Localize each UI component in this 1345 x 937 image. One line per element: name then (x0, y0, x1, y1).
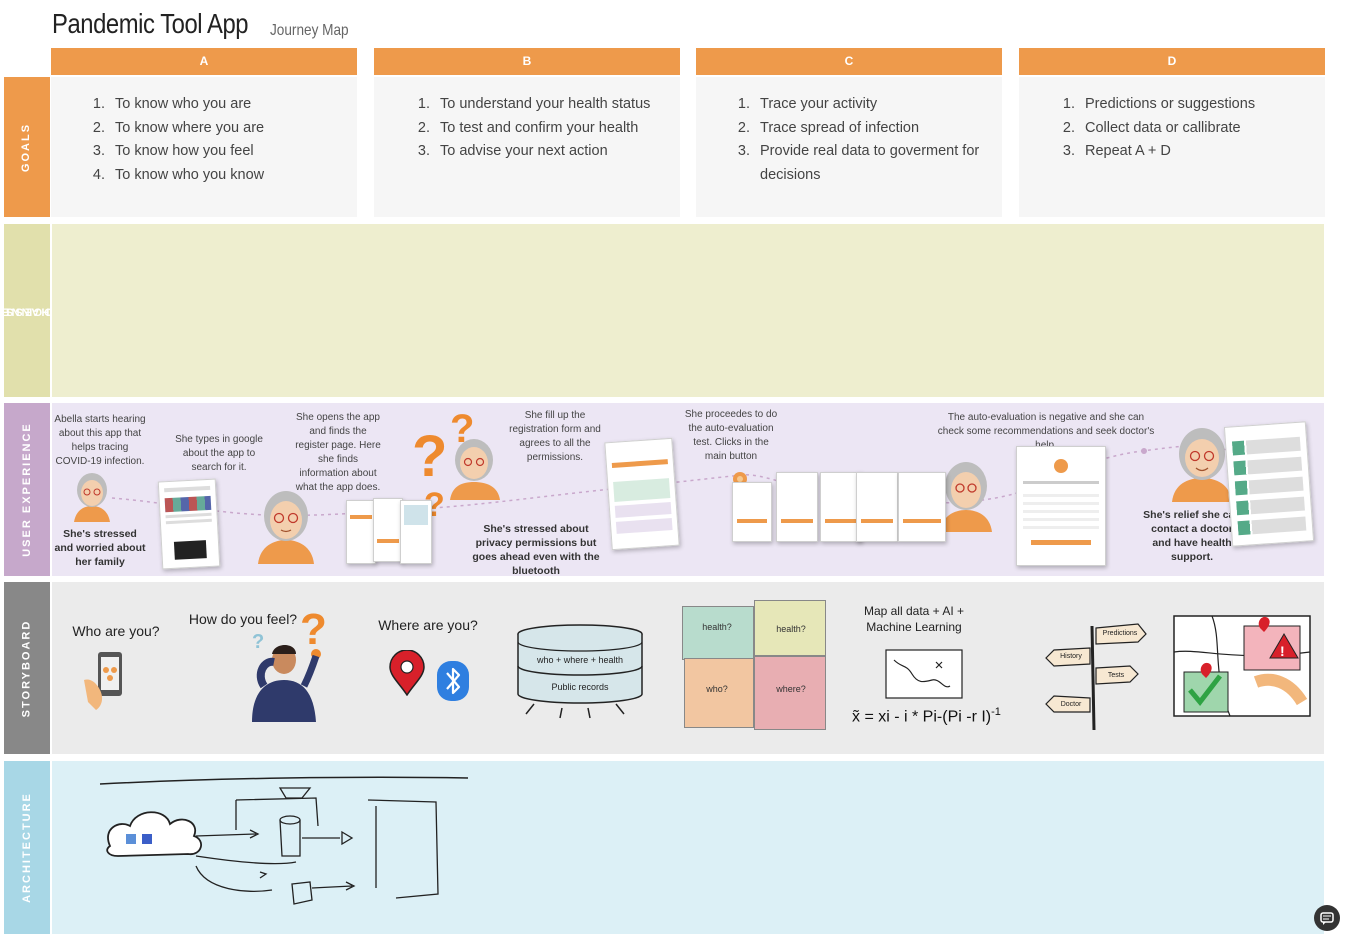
page-subtitle: Journey Map (270, 22, 349, 39)
signpost-icon (1045, 623, 1147, 731)
row-label-channels: CHANNELS&PROCESSES (0, 224, 82, 397)
sign-label: History (1060, 653, 1082, 660)
goal-item: To know where you are (109, 117, 357, 141)
puzzle-label: health? (776, 624, 806, 634)
svg-text:!: ! (1280, 643, 1285, 659)
column-header-a: A (51, 48, 357, 75)
svg-text:?: ? (412, 424, 447, 489)
row-label-goals: GOALS (4, 77, 50, 217)
avatar-medium-icon (258, 491, 314, 564)
thinking-person-icon: ? ? (252, 605, 327, 722)
avatar-confused-icon: ? ? ? (412, 407, 500, 522)
goals-box-c: Trace your activity Trace spread of infe… (696, 77, 1002, 217)
user-experience-band (52, 403, 1324, 576)
evaluation-screen-1 (732, 482, 772, 542)
bluetooth-icon (437, 661, 469, 701)
goal-item: To understand your health status (434, 93, 680, 117)
goals-box-a: To know who you are To know where you ar… (51, 77, 357, 217)
svg-text:?: ? (252, 631, 264, 653)
sign-label: Doctor (1060, 701, 1082, 708)
goals-box-d: Predictions or suggestions Collect data … (1019, 77, 1325, 217)
avatar-small-icon (74, 473, 110, 522)
register-screen-3 (400, 500, 432, 564)
puzzle-piece-who (684, 658, 754, 728)
ux-step-2-text: She types in google about the app to sea… (175, 434, 263, 473)
evaluation-screen-5 (898, 472, 946, 542)
journey-path (111, 444, 1233, 517)
ux-step-3-text: She opens the app and finds the register… (295, 412, 381, 493)
goal-item: Repeat A + D (1079, 140, 1325, 164)
row-label-architecture: ARCHITECTURE (4, 761, 50, 934)
goal-item: To know how you feel (109, 140, 357, 164)
goal-item: Collect data or callibrate (1079, 117, 1325, 141)
data-graph-icon (885, 649, 963, 699)
google-search-screen (157, 478, 221, 570)
row-label-storyboard: STORYBOARD (4, 582, 50, 754)
chat-icon (1320, 912, 1334, 925)
goal-item: To advise your next action (434, 140, 680, 164)
sign-label: Tests (1107, 672, 1125, 679)
ux-step-5-text: She proceedes to do the auto-evaluation … (684, 409, 778, 462)
ux-step-4-text: She fill up the registration form and ag… (509, 410, 601, 463)
sign-label: Predictions (1102, 630, 1138, 637)
map-icon: ! (1173, 615, 1311, 717)
column-header-c: C (696, 48, 1002, 75)
evaluation-screen-3 (820, 472, 862, 542)
database-icon (517, 624, 643, 719)
formula-text: x̃ = xi - i * Pi-(Pi -r I)-1 (852, 706, 1001, 726)
ux-step-6-text: The auto-evaluation is negative and she … (937, 412, 1155, 451)
goal-item: To test and confirm your health (434, 117, 680, 141)
results-screen (1016, 446, 1106, 566)
ux-step-4-emotion: She's stressed about privacy permissions… (472, 523, 600, 577)
storyboard-where-label: Where are you? (378, 617, 478, 633)
registration-form-screen (604, 437, 680, 551)
goal-item: To know who you know (109, 164, 357, 188)
puzzle-label: where? (776, 684, 806, 694)
goal-item: Trace spread of infection (754, 117, 984, 141)
register-screen-1 (346, 500, 376, 564)
page-title: Pandemic Tool App (52, 8, 249, 39)
goals-box-b: To understand your health status To test… (374, 77, 680, 217)
architecture-sketch (99, 776, 469, 905)
puzzle-piece-health-2 (754, 600, 826, 656)
goal-item: Trace your activity (754, 93, 984, 117)
avatar-evaluating-icon (940, 462, 992, 532)
phone-hand-icon (84, 652, 122, 710)
machine-learning-label: Map all data + AI + Machine Learning (863, 604, 965, 634)
architecture-band (52, 761, 1324, 934)
puzzle-piece-health-1 (682, 606, 754, 660)
puzzle-label: health? (702, 622, 732, 632)
ux-step-7-emotion: She's relief she can contact a doctor an… (1143, 509, 1241, 563)
column-header-d: D (1019, 48, 1325, 75)
storyboard-how-label: How do you feel? (188, 611, 298, 627)
svg-text:?: ? (300, 605, 327, 654)
database-label-2: Public records (551, 682, 609, 692)
doctors-list-screen (1223, 421, 1315, 547)
channels-band (52, 224, 1324, 397)
ux-step-1-emotion: She's stressed and worried about her fam… (54, 528, 146, 568)
evaluation-screen-2 (776, 472, 818, 542)
goal-item: To know who you are (109, 93, 357, 117)
chat-button[interactable] (1314, 905, 1340, 931)
register-screen-2 (373, 498, 403, 562)
goal-item: Provide real data to goverment for decis… (754, 140, 984, 187)
puzzle-label: who? (706, 684, 728, 694)
map-pin-icon (389, 650, 425, 696)
goal-item: Predictions or suggestions (1079, 93, 1325, 117)
row-label-user-experience: USER EXPERIENCE (4, 403, 50, 576)
database-label-1: who + where + health (536, 655, 624, 665)
puzzle-piece-where (754, 656, 826, 730)
column-header-b: B (374, 48, 680, 75)
avatar-relieved-icon (1172, 428, 1232, 502)
evaluation-screen-4 (856, 472, 898, 542)
storyboard-who-label: Who are you? (72, 623, 160, 639)
ux-step-1-text: Abella starts hearing about this app tha… (54, 414, 146, 467)
